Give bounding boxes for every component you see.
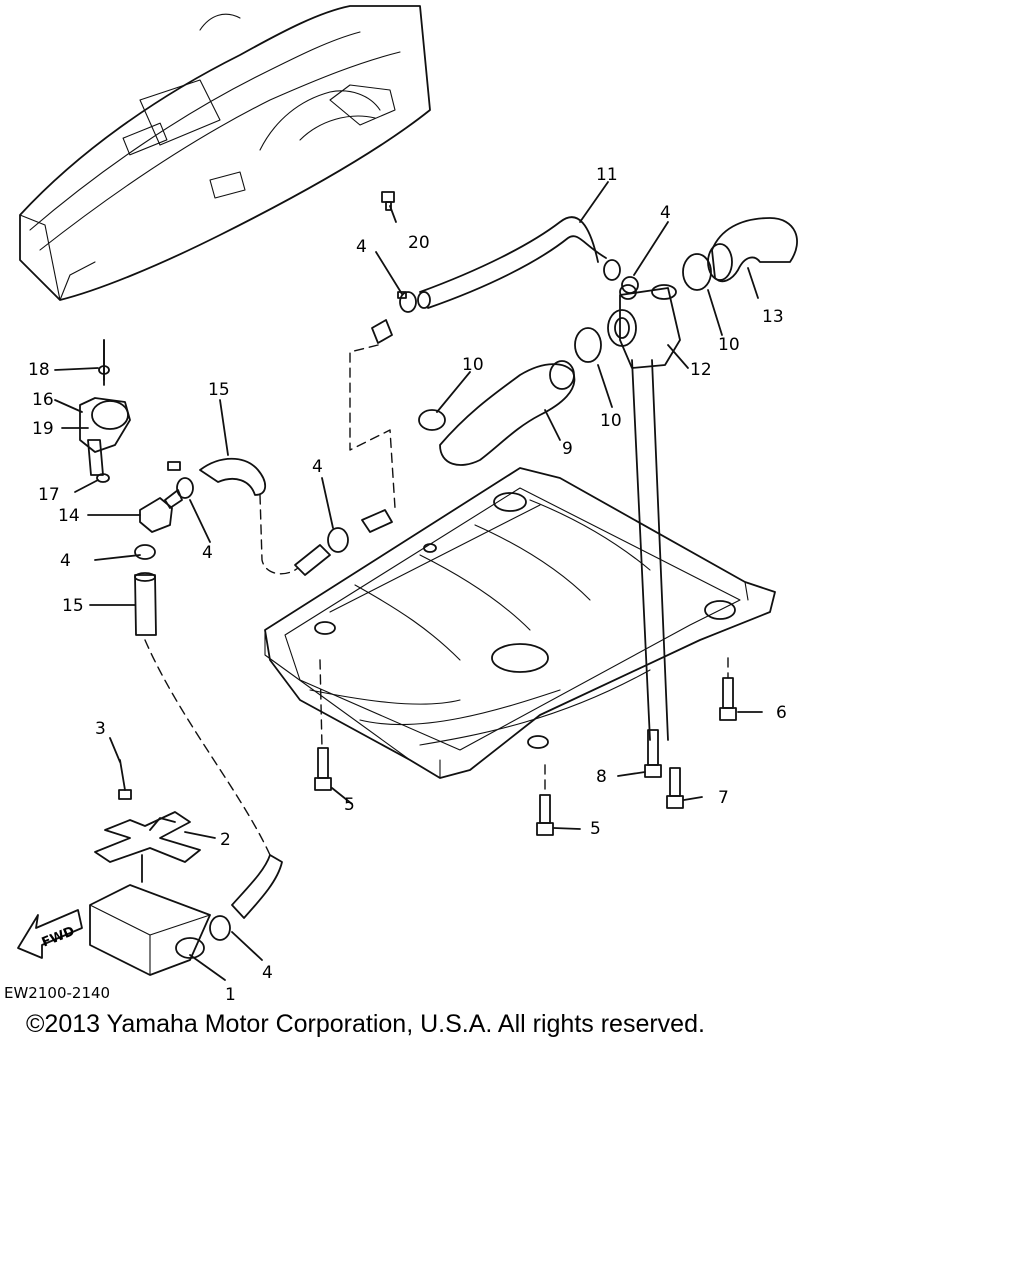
short-hoses [134, 319, 393, 919]
bolt-6 [719, 677, 737, 721]
fitting-14 [139, 489, 183, 533]
callout-8: 8 [596, 767, 607, 787]
callout-5: 5 [590, 819, 601, 839]
callout-9: 9 [562, 439, 573, 459]
callout-2: 2 [220, 830, 231, 850]
callout-14: 14 [58, 506, 80, 526]
engine-bed-plate [264, 467, 776, 779]
callout-15: 15 [208, 380, 230, 400]
callout-10: 10 [600, 411, 622, 431]
bracket-2 [94, 811, 201, 883]
callout-15: 15 [62, 596, 84, 616]
callout-4: 4 [60, 551, 71, 571]
callout-5: 5 [344, 795, 355, 815]
bolt-5b [536, 794, 554, 836]
callout-3: 3 [95, 719, 106, 739]
bolts [103, 191, 737, 836]
callout-6: 6 [776, 703, 787, 723]
hose-9 [439, 360, 576, 466]
callout-20: 20 [408, 233, 430, 253]
copyright-notice: ©2013 Yamaha Motor Corporation, U.S.A. A… [26, 1010, 705, 1038]
callout-10: 10 [462, 355, 484, 375]
callout-10: 10 [718, 335, 740, 355]
hose-11 [417, 216, 607, 309]
callout-4: 4 [262, 963, 273, 983]
callout-16: 16 [32, 390, 54, 410]
callout-17: 17 [38, 485, 60, 505]
water-pipe [631, 359, 669, 741]
callout-12: 12 [690, 360, 712, 380]
clamps [134, 253, 712, 941]
bolt-8 [644, 729, 662, 778]
bolt-7 [666, 767, 684, 809]
callout-4: 4 [660, 203, 671, 223]
bolt-3 [118, 759, 132, 800]
fwd-label: FWD [40, 924, 77, 951]
callout-4: 4 [202, 543, 213, 563]
box-1 [89, 884, 211, 976]
diagram-code: EW2100-2140 [4, 984, 110, 1002]
parts-diagram: FWD 1 2 3 4 4 [4, 5, 798, 1005]
bolt-20 [381, 191, 395, 211]
callout-4: 4 [312, 457, 323, 477]
assembly-lines [144, 344, 729, 856]
callout-4: 4 [356, 237, 367, 257]
bolt-5a [314, 747, 332, 791]
fitting-12 [607, 284, 681, 369]
callout-19: 19 [32, 419, 54, 439]
valve-assembly [79, 339, 131, 483]
callout-1: 1 [225, 985, 236, 1005]
watercraft-hull [19, 5, 431, 301]
callout-18: 18 [28, 360, 50, 380]
callout-13: 13 [762, 307, 784, 327]
callout-7: 7 [718, 788, 729, 808]
leader-lines [54, 181, 763, 981]
callout-11: 11 [596, 165, 618, 185]
elbow-13 [707, 217, 798, 283]
callout-numbers: 1 2 3 4 4 4 4 4 4 5 5 6 7 8 9 10 10 10 1… [4, 165, 787, 1005]
fwd-arrow: FWD [17, 909, 83, 959]
